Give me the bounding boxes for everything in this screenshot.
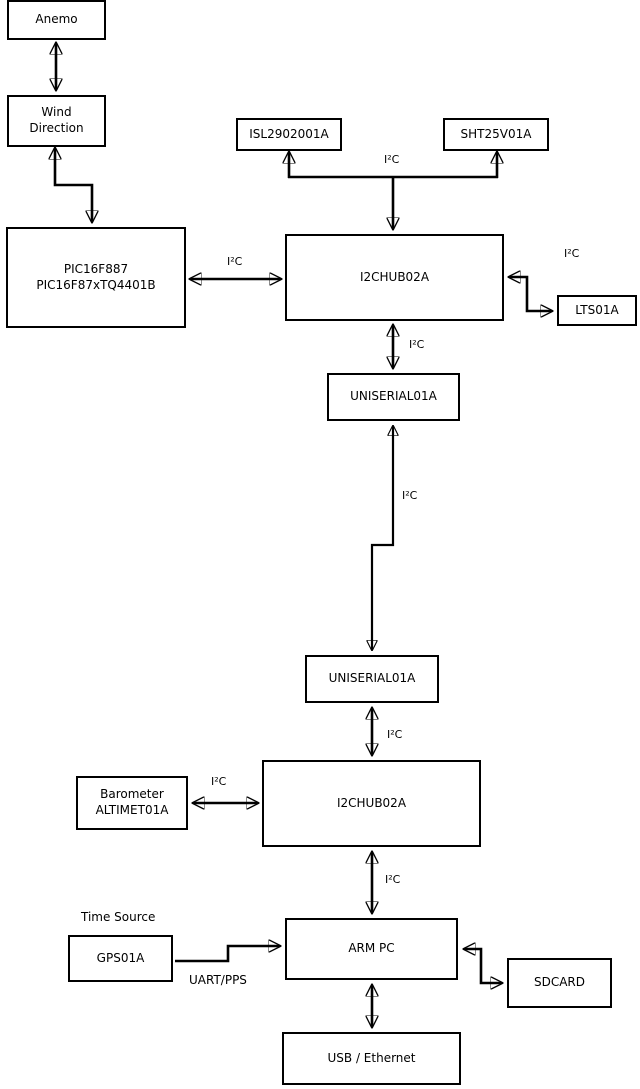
- edge-label-pic-hub: I²C: [227, 255, 243, 268]
- node-uniserial01a-top-label: UNISERIAL01A: [350, 389, 437, 404]
- connector-armpc-sdcard: [464, 949, 502, 983]
- connector-gps-armpc: [175, 946, 280, 963]
- node-gps01a[interactable]: GPS01A: [68, 935, 173, 982]
- edge-label-uniserial-hubbot: I²C: [387, 728, 403, 741]
- node-barometer-altimet01a[interactable]: Barometer ALTIMET01A: [76, 776, 188, 830]
- edge-label-barometer-hub: I²C: [211, 775, 227, 788]
- node-sht25v01a[interactable]: SHT25V01A: [443, 118, 549, 151]
- node-uniserial01a-bottom[interactable]: UNISERIAL01A: [305, 655, 439, 703]
- edge-label-uniserial-link: I²C: [402, 489, 418, 502]
- node-sdcard-label: SDCARD: [533, 975, 586, 990]
- edge-label-hub-armpc: I²C: [385, 873, 401, 886]
- node-barometer-altimet01a-label: Barometer ALTIMET01A: [95, 787, 169, 817]
- edge-label-hub-uniserial: I²C: [409, 338, 425, 351]
- node-gps01a-label: GPS01A: [96, 950, 145, 965]
- edge-label-top-bus: I²C: [384, 153, 400, 166]
- edge-label-hub-lts: I²C: [564, 247, 580, 260]
- edge-label-uart-pps: UART/PPS: [189, 973, 247, 987]
- node-wind-direction[interactable]: Wind Direction: [7, 95, 106, 147]
- node-anemo[interactable]: Anemo: [7, 0, 106, 40]
- node-arm-pc[interactable]: ARM PC: [285, 918, 458, 980]
- node-pic-mcu[interactable]: PIC16F887 PIC16F87xTQ4401B: [6, 227, 186, 328]
- node-uniserial01a-bottom-label: UNISERIAL01A: [328, 671, 416, 686]
- node-wind-direction-label: Wind Direction: [29, 105, 84, 135]
- connector-hubtop-lts: [509, 277, 552, 311]
- connector-pic-wind: [55, 148, 92, 222]
- node-i2chub02a-top-label: I2CHUB02A: [359, 269, 430, 284]
- node-i2chub02a-bottom[interactable]: I2CHUB02A: [262, 760, 481, 847]
- node-anemo-label: Anemo: [35, 12, 78, 27]
- node-lts01a[interactable]: LTS01A: [557, 295, 637, 326]
- node-i2chub02a-bottom-label: I2CHUB02A: [336, 795, 407, 810]
- node-usb-ethernet-label: USB / Ethernet: [327, 1050, 416, 1065]
- node-isl2902001a-label: ISL2902001A: [249, 126, 329, 141]
- node-sht25v01a-label: SHT25V01A: [460, 126, 532, 141]
- node-arm-pc-label: ARM PC: [348, 941, 395, 956]
- node-i2chub02a-top[interactable]: I2CHUB02A: [285, 234, 504, 321]
- label-time-source: Time Source: [81, 910, 156, 924]
- node-usb-ethernet[interactable]: USB / Ethernet: [282, 1032, 461, 1085]
- node-isl2902001a[interactable]: ISL2902001A: [236, 118, 342, 151]
- node-pic-mcu-label: PIC16F887 PIC16F87xTQ4401B: [36, 261, 156, 292]
- node-uniserial01a-top[interactable]: UNISERIAL01A: [327, 373, 460, 421]
- connector-uniserial-link: [372, 426, 393, 650]
- node-sdcard[interactable]: SDCARD: [507, 958, 612, 1008]
- node-lts01a-label: LTS01A: [575, 302, 619, 317]
